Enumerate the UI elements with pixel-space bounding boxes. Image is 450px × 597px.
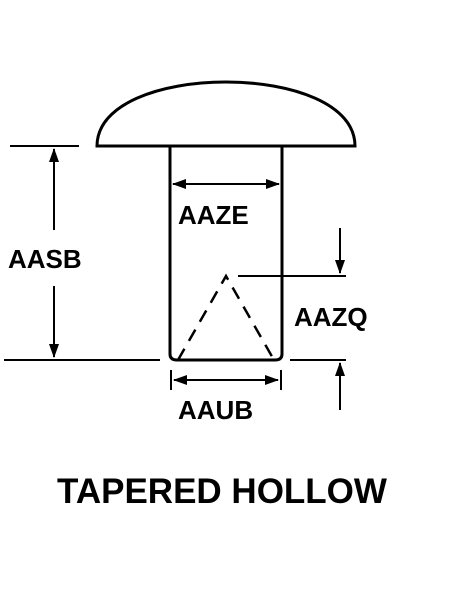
aaub-label: AAUB [178,395,253,425]
aazq-label: AAZQ [294,302,368,332]
tapered-hollow-outline [176,273,276,361]
aaze-label: AAZE [178,200,249,230]
diagram-caption: TAPERED HOLLOW [57,472,387,511]
rivet-head [95,80,357,148]
aasb-label: AASB [8,244,82,274]
shank-bottom [168,353,284,362]
